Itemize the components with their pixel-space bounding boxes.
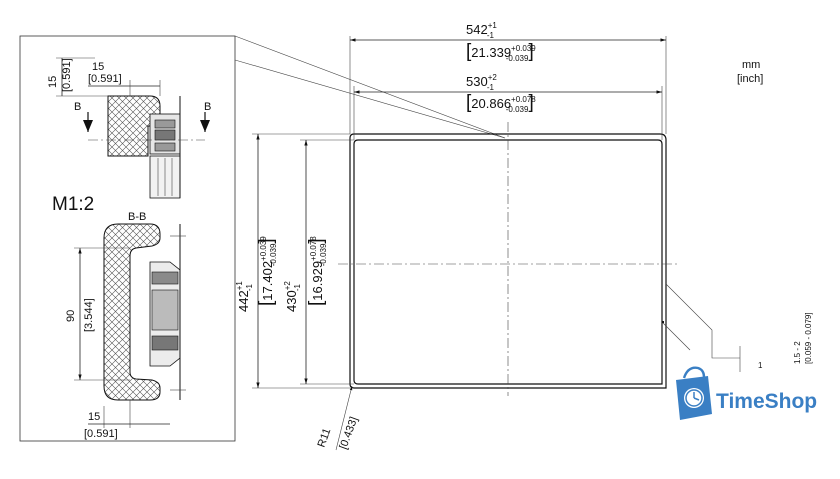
inner-height-inch: [16.929+0.078-0.039] [306,236,328,306]
cut-arrow-left [83,120,93,132]
watermark-text: TimeShop [716,390,817,413]
outer-height-mm: 442+1-1 [235,281,254,312]
edge-callout: 1 1.5 - 2 [0.059 - 0.079] [661,283,813,372]
units-primary: mm [742,59,760,71]
top-mechanism [149,96,181,199]
corner-radius-mm: R11 [316,427,334,449]
top-section-view: B B 15 [0.591] 15 [0.591] [47,57,211,199]
inner-width-mm: 530+2-1 [466,73,497,92]
bb-mechanism [149,224,186,400]
section-label: B-B [128,211,146,223]
outer-width-mm: 542+1-1 [466,21,497,40]
top-horizontal-dim-inch: [0.591] [88,73,122,85]
outer-height-inch: [17.402+0.039-0.039] [256,236,278,306]
cut-label-left: B [74,101,81,113]
detail-leader-top [234,35,506,139]
section-bb-view: 90 [3.544] 15 [0.591] [65,223,186,440]
edge-callout-number: 1 [758,361,763,370]
units-secondary: [inch] [737,73,763,85]
top-vertical-dim-mm: 15 [47,76,59,88]
top-profile-hatched [107,95,161,157]
inner-height-mm: 430+2-1 [283,281,302,312]
outer-width-inch: [21.339+0.039-0.039] [466,41,536,63]
top-horizontal-dim-mm: 15 [92,61,104,73]
corner-radius-inch: [0.433] [338,415,361,451]
cut-label-right: B [204,101,211,113]
bottom-horizontal-dim-mm: 15 [88,411,100,423]
watermark-logo: TimeShop [676,366,817,420]
radius-leader [335,385,353,451]
profile-height-dim-mm: 90 [65,310,77,322]
detail-frame [19,35,236,442]
bottom-horizontal-dim-inch: [0.591] [84,428,118,440]
scale-label: M1:2 [52,194,94,215]
main-view: 542+1-1 [21.339+0.039-0.039] 530+2-1 [20… [235,21,813,451]
detail-leader-bottom [234,59,506,139]
cut-arrow-right [200,120,210,132]
detail-panel: B B 15 [0.591] 15 [0.591] M1:2 B-B [19,35,236,442]
bb-profile-hatched [103,223,161,401]
profile-height-dim-inch: [3.544] [83,298,95,332]
top-vertical-dim-inch: [0.591] [61,58,73,92]
clock-bag-icon [676,366,712,420]
inner-width-inch: [20.866+0.078-0.039] [466,92,536,114]
edge-dim-inch: [0.059 - 0.079] [804,312,813,364]
inner-outline [353,139,663,385]
edge-dim-mm: 1.5 - 2 [793,341,802,364]
